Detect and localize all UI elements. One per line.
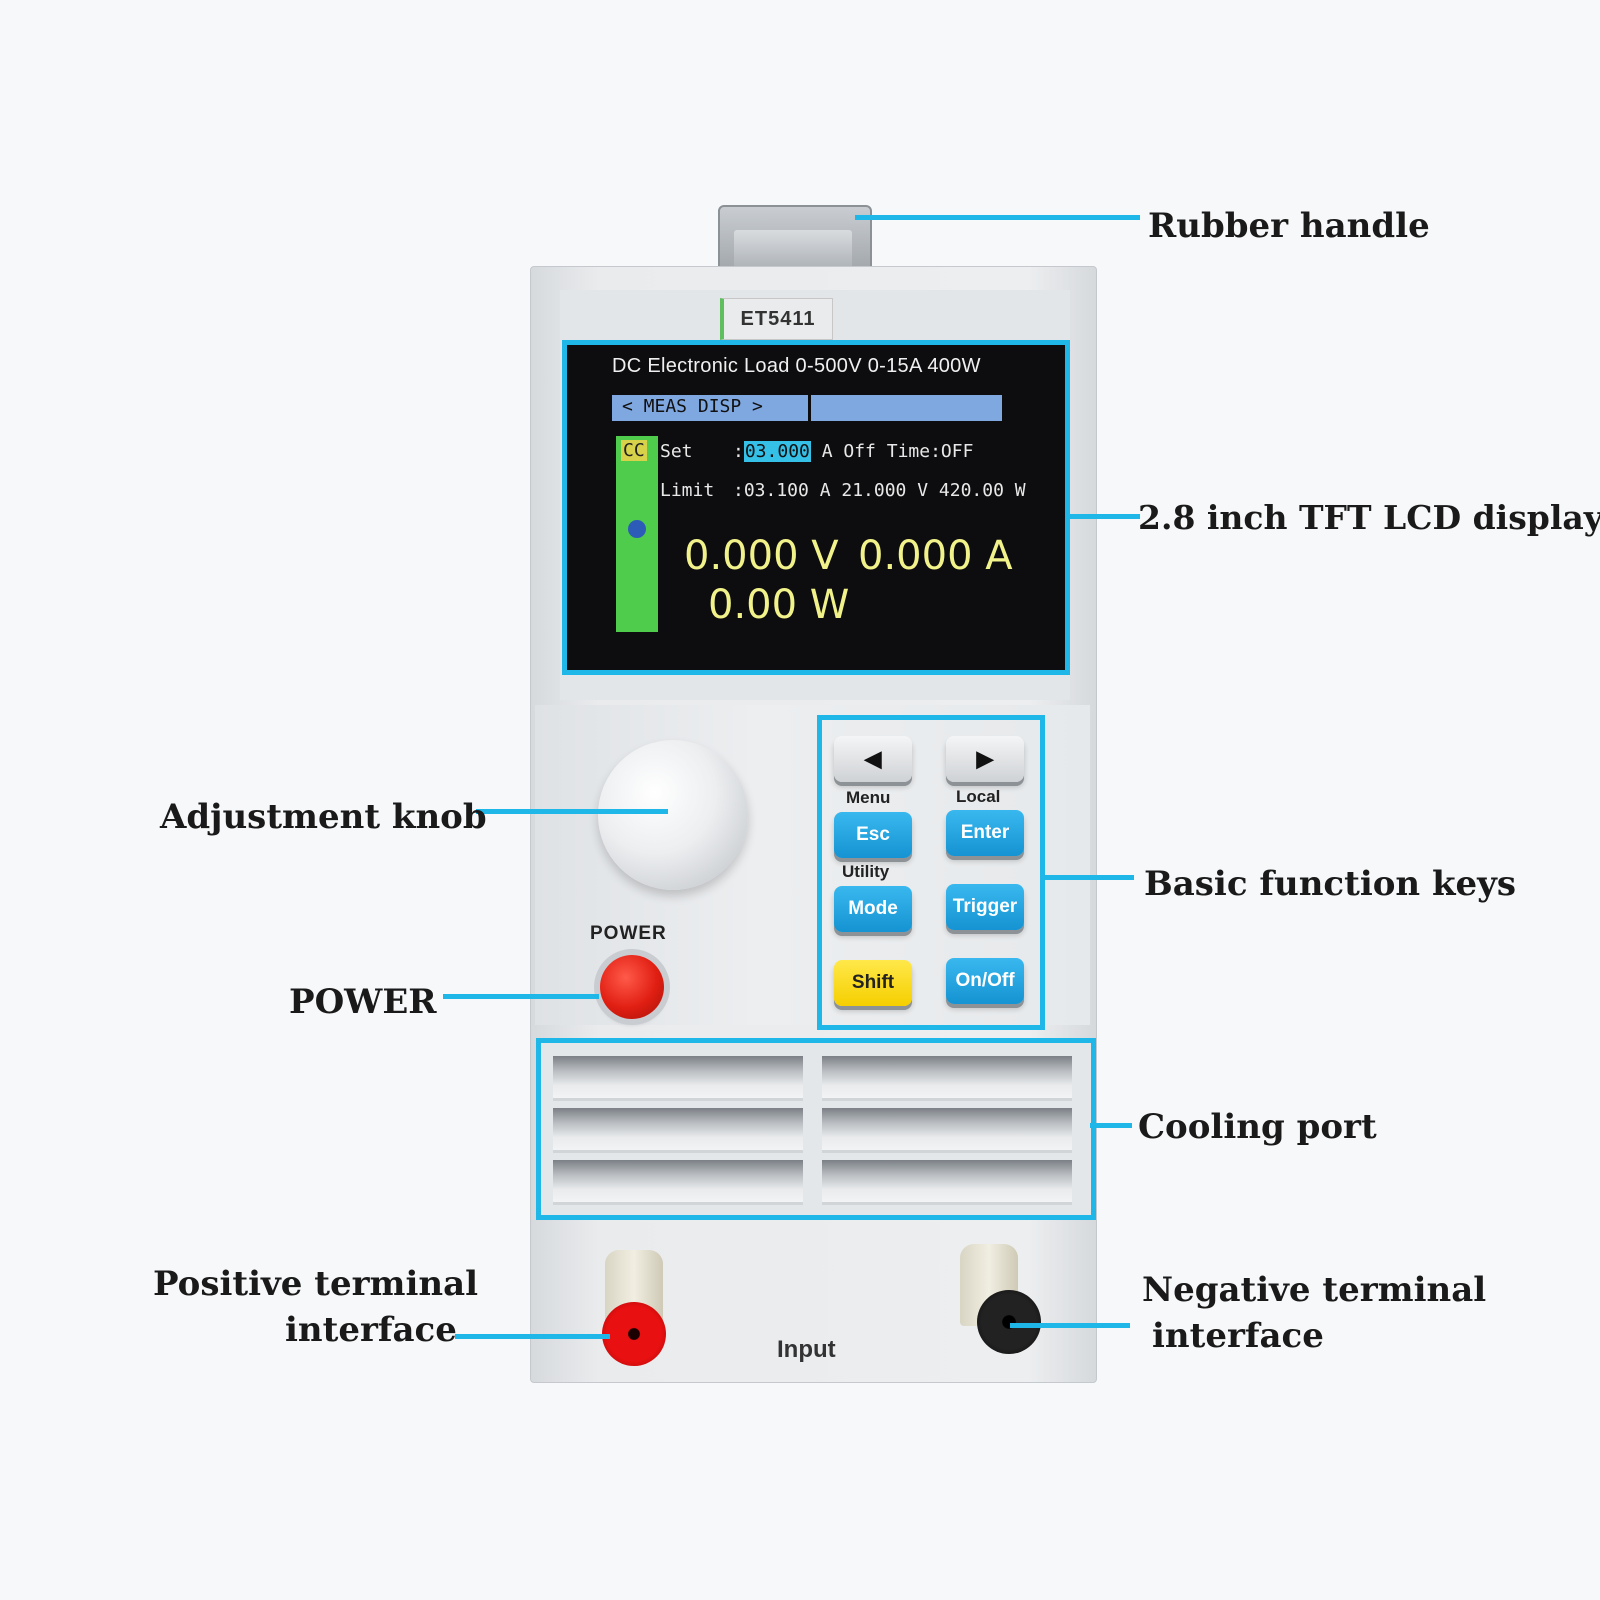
mode-key[interactable]: Mode [834,886,912,932]
callout-rubber-handle: Rubber handle [1148,206,1430,246]
callout-positive-terminal-line1: Positive terminal [153,1264,479,1304]
left-arrow-key[interactable]: ◀ [834,736,912,782]
set-label: Set [660,441,693,462]
mode-indicator: CC [621,440,647,461]
callout-adjustment-knob: Adjustment knob [160,797,487,837]
esc-key[interactable]: Esc [834,812,912,858]
vent-slat [822,1056,1072,1101]
callout-positive-terminal-line2: interface [285,1310,457,1350]
tab-separator [808,395,811,421]
rubber-handle-grip [734,230,852,268]
callout-line-knob [476,809,668,814]
callout-negative-terminal-line2: interface [1152,1316,1324,1356]
adjustment-knob[interactable] [598,740,748,890]
callout-lcd-display: 2.8 inch TFT LCD display [1138,498,1600,537]
local-label: Local [956,787,1001,806]
negative-terminal[interactable] [977,1290,1041,1354]
callout-line-keys [1040,875,1134,880]
callout-cooling-port: Cooling port [1138,1107,1377,1147]
callout-line-positive [455,1334,610,1339]
input-label: Input [777,1336,836,1363]
shift-key[interactable]: Shift [834,960,912,1006]
callout-line-handle [855,215,1140,220]
trigger-key[interactable]: Trigger [946,884,1024,930]
positive-terminal[interactable] [602,1302,666,1366]
set-value: 03.000 [743,441,811,462]
utility-label: Utility [842,862,890,881]
power-button[interactable] [600,955,664,1019]
menu-label: Menu [846,788,891,807]
callout-line-power [443,994,599,999]
current-readout: 0.000 A [858,533,1013,579]
function-keys-group [817,715,1045,1030]
onoff-key[interactable]: On/Off [946,958,1024,1004]
callout-negative-terminal-line1: Negative terminal [1142,1270,1487,1310]
limit-label: Limit [660,480,715,501]
callout-line-display [1065,514,1140,519]
status-dot-icon [628,520,646,538]
screen-header: DC Electronic Load 0-500V 0-15A 400W [612,355,981,377]
callout-basic-function-keys: Basic function keys [1144,864,1517,904]
screen-tab-bar [612,395,1002,421]
vent-slat [553,1160,803,1205]
limit-values: :03.100 A 21.000 V 420.00 W [733,480,1026,501]
enter-key[interactable]: Enter [946,810,1024,856]
vent-slat [553,1108,803,1153]
model-label: ET5411 [720,298,833,340]
callout-line-cooling [1090,1123,1132,1128]
screen-tab-label: < MEAS DISP > [622,396,763,417]
vent-slat [553,1056,803,1101]
callout-line-negative [1010,1323,1130,1328]
callout-power: POWER [289,982,437,1022]
vent-slat [822,1160,1072,1205]
power-readout: 0.00 W [708,582,850,628]
voltage-readout: 0.000 V [684,533,839,579]
right-arrow-key[interactable]: ▶ [946,736,1024,782]
vent-slat [822,1108,1072,1153]
set-row: :03.000 A Off Time:OFF [733,441,974,462]
power-label: POWER [590,923,667,944]
